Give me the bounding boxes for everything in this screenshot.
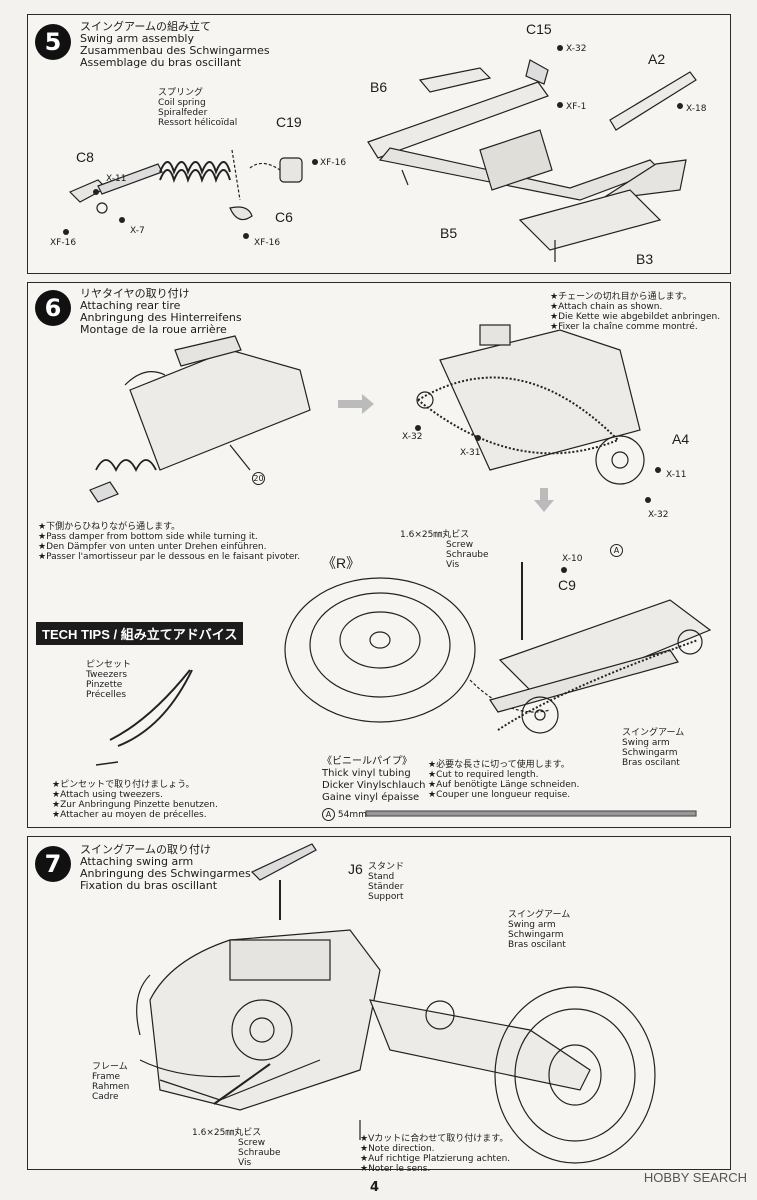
part-x11: X-11 <box>106 174 127 184</box>
paint-xf16-b: XF-16 <box>320 158 347 168</box>
tech-tips-banner: TECH TIPS / 組み立てアドバイス <box>36 622 244 645</box>
paint-xf16-a: XF-16 <box>50 238 77 248</box>
part-c8: C8 <box>76 149 94 165</box>
part-c6: C6 <box>275 209 293 225</box>
rear-marker: 《R》 <box>322 555 361 571</box>
part-x32: X-32 <box>566 44 587 54</box>
chain-note: ★チェーンの切れ目から通します。★Attach chain as shown. … <box>550 292 721 332</box>
step-5-number: 5 <box>35 24 71 60</box>
screw-label-6: 1.6×25㎜丸ビス Screw Schraube Vis <box>400 530 489 570</box>
screw-label-7: 1.6×25㎜丸ビス Screw Schraube Vis <box>192 1128 281 1168</box>
part-c9: C9 <box>558 577 576 593</box>
part-x11: X-11 <box>666 470 687 480</box>
part-b5: B5 <box>440 225 458 241</box>
part-c15: C15 <box>526 21 552 37</box>
part-a4: A4 <box>672 431 690 447</box>
damper-note: ★下側からひねりながら通します。★Pass damper from bottom… <box>38 522 301 562</box>
tube-length: A 54mm <box>322 808 367 821</box>
paint-xf16-c: XF-16 <box>254 238 281 248</box>
page-number: 4 <box>370 1180 380 1195</box>
step-7-number: 7 <box>35 846 71 882</box>
part-x32-a: X-32 <box>402 432 423 442</box>
part-b3: B3 <box>636 251 654 267</box>
part-x31: X-31 <box>460 448 481 458</box>
step-6-drawing <box>89 324 712 817</box>
vinyl-label: 《ビニールパイプ》Thick vinyl tubing Dicker Vinyl… <box>322 756 426 803</box>
notch-note: ★Vカットに合わせて取り付けます。★Note direction. ★Auf r… <box>360 1134 511 1174</box>
watermark-logo: HOBBY SEARCH <box>643 1170 747 1185</box>
part-x7: X-7 <box>130 226 145 236</box>
part-x32-b: X-32 <box>648 510 669 520</box>
part-j6: J6 <box>348 861 363 877</box>
paint-xf1: XF-1 <box>566 102 587 112</box>
part-b6: B6 <box>370 79 388 95</box>
ref-a-mark: A <box>610 544 623 557</box>
step-5-damper-drawing <box>63 45 697 262</box>
vinyl-note: ★必要な長さに切って使用します。★Cut to required length.… <box>428 760 580 800</box>
step-5-title: スイングアームの組み立て Swing arm assembly Zusammen… <box>80 20 270 69</box>
part-a2: A2 <box>648 51 666 67</box>
step-7-drawing <box>136 843 656 1164</box>
step-6-number: 6 <box>35 290 71 326</box>
ref-circle-20: 20 <box>252 472 265 485</box>
part-x18: X-18 <box>686 104 707 114</box>
part-c19: C19 <box>276 114 302 130</box>
tweezers-note: ★ピンセットで取り付けましょう。★Attach using tweezers. … <box>52 780 218 820</box>
part-x10: X-10 <box>562 554 583 564</box>
